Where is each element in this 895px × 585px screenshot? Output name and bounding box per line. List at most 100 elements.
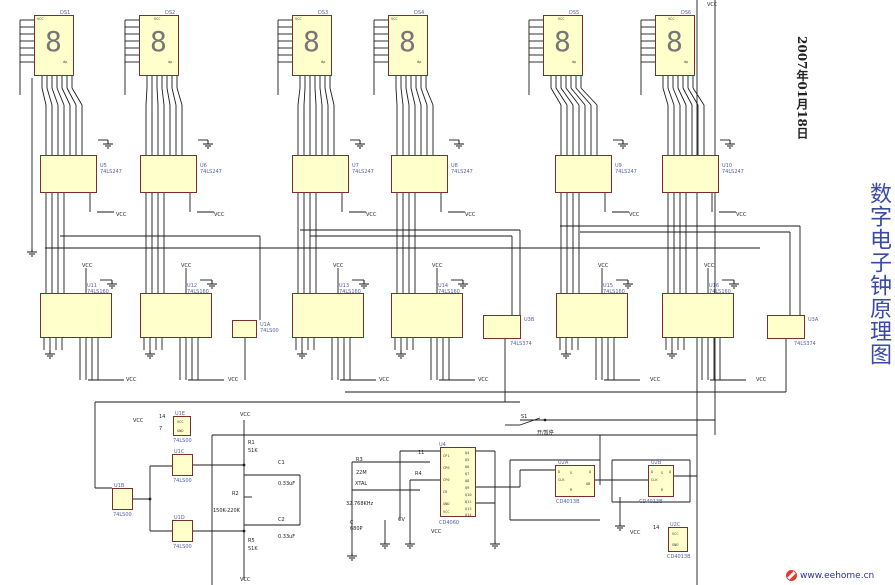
nand-gate: U1C 74LS00 <box>172 449 193 484</box>
capacitor-c-ref: C <box>350 520 354 526</box>
wire <box>297 87 301 106</box>
wire <box>550 87 562 106</box>
vcc-net-label: VCC <box>214 212 225 218</box>
wire <box>687 87 699 106</box>
junction-dot <box>148 497 152 501</box>
osc-pin-gnd: GND <box>443 502 450 506</box>
resistor-r1-value: 51K <box>248 448 258 454</box>
ff-pin-clk: CLK <box>558 478 565 482</box>
wire <box>46 87 53 106</box>
vcc-net-label: VCC <box>240 412 251 418</box>
watermark: www.eehome.cn <box>786 568 893 583</box>
chip-part: 74LS160 <box>438 289 460 295</box>
wire <box>329 87 335 106</box>
chip-ref: U4 <box>439 442 446 448</box>
vcc-pin-label: VCC <box>295 17 302 21</box>
flipflop-chip: U2A D CLK S R Q QB CD4013B <box>555 460 595 505</box>
chip-ref: U9 <box>615 163 622 169</box>
wire <box>66 87 77 106</box>
gate-part: 74LS00 <box>173 478 192 484</box>
vcc-net-label: VCC <box>82 263 93 269</box>
wire <box>570 87 586 106</box>
ff-pin-d: D <box>651 470 654 474</box>
chip-ref: U13 <box>339 283 350 289</box>
junction-dot <box>242 529 246 533</box>
gate-ref: U3A <box>808 317 819 323</box>
vcc-pin-label: VCC <box>177 420 184 424</box>
vcc-pin-label: VCC <box>154 17 161 21</box>
osc-out-q9: Q9 <box>465 486 470 490</box>
decoder-chip: U9 74LS247 <box>555 155 637 193</box>
vcc-net-label: VCC <box>756 377 767 383</box>
chip-ref: U11 <box>87 283 98 289</box>
vcc-net-label: VCC <box>432 263 443 269</box>
seven-segment-display: DS1 VCC 8 dp <box>34 10 74 76</box>
seven-segment-display: DS5 VCC 8 dp <box>543 10 583 76</box>
digit-glyph: 8 <box>666 25 683 58</box>
osc-pin-cp1: CP1 <box>443 454 450 458</box>
display-ref: DS1 <box>60 10 71 16</box>
chip-ref: U7 <box>352 163 359 169</box>
gnd-pin-label: GND <box>177 429 184 433</box>
dp-pin-label: dp <box>63 60 68 64</box>
flipflop-power: U2C VCC GND CD4013B <box>667 522 691 560</box>
wire <box>324 87 329 106</box>
vcc-net-label: VCC <box>630 530 641 536</box>
vcc-net-label: VCC <box>379 377 390 383</box>
osc-out-q14: Q14 <box>465 513 472 517</box>
wire <box>425 87 434 106</box>
ff-pin-qb: QB <box>586 482 591 486</box>
nand-gate-power: U1E VCC GND 74LS00 <box>173 411 192 444</box>
vcc-net-label: VCC <box>181 263 192 269</box>
resistor-r2-ref: R2 <box>232 491 239 497</box>
gate-part: 74LS00 <box>260 328 279 334</box>
wire <box>580 87 598 106</box>
pin-number: 14 <box>159 414 166 420</box>
counter-chip: U11 74LS160 <box>40 283 112 338</box>
capacitor-c2-ref: C2 <box>278 517 285 523</box>
chip-ref: U2C <box>670 522 681 528</box>
nand-gate: U1B 74LS00 <box>112 483 133 518</box>
schematic-title: 数字电子钟原理图 <box>866 182 891 366</box>
wire <box>176 87 183 106</box>
capacitor-c-value: 680P <box>350 526 363 532</box>
wire <box>667 87 675 106</box>
ff-pin-d: D <box>558 470 561 474</box>
capacitor-c1-ref: C1 <box>278 460 285 466</box>
vcc-net-label: VCC <box>366 212 377 218</box>
display-ref: DS4 <box>414 10 425 16</box>
osc-out-q8: Q8 <box>465 479 470 483</box>
vcc-net-label: VCC <box>478 377 489 383</box>
resistor-r5-ref: R5 <box>248 538 255 544</box>
decoder-chip: U7 74LS247 <box>292 155 374 193</box>
chip-part: 74LS247 <box>615 169 637 175</box>
counter-chip: U15 74LS160 <box>556 283 628 338</box>
vcc-pin-label: VCC <box>37 17 44 21</box>
counter-chip: U16 74LS160 <box>662 283 734 338</box>
resistor-r1-ref: R1 <box>248 440 255 446</box>
seven-segment-display: DS3 VCC 8 dp <box>292 10 332 76</box>
wire <box>145 87 148 106</box>
wire <box>677 87 687 106</box>
vcc-net-label: VCC <box>736 212 747 218</box>
wire <box>410 87 416 106</box>
gate-part: 74LS00 <box>173 438 192 444</box>
junction-dot <box>543 418 547 422</box>
gate-ref: U1A <box>260 322 271 328</box>
vcc-net-label: VCC <box>704 263 715 269</box>
wire <box>71 87 83 106</box>
capacitor-c2-value: 0.33uF <box>278 534 296 540</box>
resistor-r3-ref: R3 <box>356 457 363 463</box>
latch-chip: U3A 74LS374 <box>767 315 818 347</box>
chip-part: 74LS160 <box>339 289 361 295</box>
chip-ref: U2B <box>651 460 662 466</box>
gate-part: 74LS00 <box>113 512 132 518</box>
vcc-net-label: VCC <box>431 529 442 535</box>
wire <box>555 87 568 106</box>
chip-ref: U5 <box>100 163 107 169</box>
decoder-chip: U8 74LS247 <box>391 155 473 193</box>
seven-segment-display: DS4 VCC 8 dp <box>388 10 428 76</box>
wire <box>51 87 59 106</box>
gate-ref: U1B <box>114 483 125 489</box>
digit-glyph: 8 <box>150 25 167 58</box>
